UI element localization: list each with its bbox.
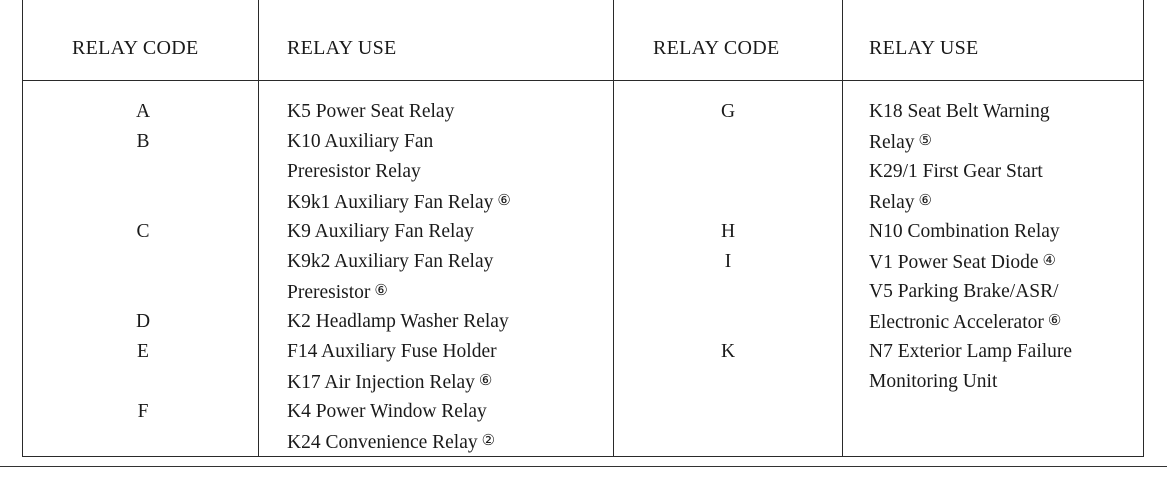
left-relay-use: Preresistor Relay	[287, 161, 421, 183]
relay-use-text: Electronic Accelerator	[869, 312, 1044, 333]
circled-number-note: ⑥	[374, 283, 388, 299]
relay-use-text: K10 Auxiliary Fan	[287, 131, 434, 152]
left-relay-code: F	[137, 401, 149, 422]
header-divider	[23, 80, 1143, 81]
column-divider	[842, 0, 843, 456]
left-relay-use: K4 Power Window Relay	[287, 401, 487, 423]
right-relay-use: K18 Seat Belt Warning	[869, 101, 1050, 123]
circled-number-note: ⑥	[478, 373, 493, 389]
right-relay-code: G	[720, 101, 736, 122]
left-relay-use: F14 Auxiliary Fuse Holder	[287, 341, 497, 363]
circled-number-note: ②	[481, 433, 496, 449]
right-relay-code: K	[720, 341, 736, 362]
relay-use-text: Relay	[869, 192, 915, 213]
relay-use-text: Monitoring Unit	[869, 371, 998, 392]
relay-use-text: K17 Air Injection Relay	[287, 372, 475, 393]
left-relay-use: K9k2 Auxiliary Fan Relay	[287, 251, 493, 273]
relay-use-text: K9k1 Auxiliary Fan Relay	[287, 192, 494, 213]
relay-use-text: Relay	[869, 132, 915, 153]
right-relay-use: N10 Combination Relay	[869, 221, 1060, 243]
left-relay-code: A	[135, 101, 151, 122]
left-relay-code: E	[137, 341, 149, 362]
relay-use-text: K5 Power Seat Relay	[287, 101, 455, 122]
right-relay-use: N7 Exterior Lamp Failure	[869, 341, 1072, 363]
circled-number-note: ⑥	[918, 193, 932, 209]
left-relay-use: K10 Auxiliary Fan	[287, 131, 433, 153]
left-relay-use: K5 Power Seat Relay	[287, 101, 454, 123]
left-relay-code: B	[136, 131, 150, 152]
relay-use-text: K18 Seat Belt Warning	[869, 101, 1050, 122]
circled-number-note: ⑤	[918, 133, 932, 149]
circled-number-note: ④	[1042, 253, 1056, 269]
left-relay-use: K9 Auxiliary Fan Relay	[287, 221, 474, 243]
column-divider	[258, 0, 259, 456]
header-relay-use-left: RELAY USE	[287, 37, 397, 59]
right-relay-use: V5 Parking Brake/ASR/	[869, 281, 1059, 303]
relay-use-text: V5 Parking Brake/ASR/	[869, 281, 1059, 302]
header-relay-code-left: RELAY CODE	[72, 37, 199, 59]
right-relay-use: K29/1 First Gear Start	[869, 161, 1043, 183]
relay-use-text: N7 Exterior Lamp Failure	[869, 341, 1073, 362]
circled-number-note: ⑥	[497, 193, 511, 209]
relay-use-text: K9 Auxiliary Fan Relay	[287, 221, 474, 242]
bottom-rule	[0, 466, 1167, 467]
relay-use-text: K2 Headlamp Washer Relay	[287, 311, 509, 332]
relay-use-text: Preresistor	[287, 282, 371, 303]
right-relay-code: I	[724, 251, 732, 272]
circled-number-note: ⑥	[1047, 313, 1062, 329]
relay-use-text: K29/1 First Gear Start	[869, 161, 1043, 182]
column-divider	[613, 0, 614, 456]
header-relay-use-right: RELAY USE	[869, 37, 979, 59]
relay-use-text: K4 Power Window Relay	[287, 401, 487, 422]
right-relay-code: H	[720, 221, 736, 242]
relay-use-text: Preresistor Relay	[287, 161, 421, 182]
relay-table: RELAY CODE RELAY USE RELAY CODE RELAY US…	[22, 0, 1144, 457]
relay-use-text: K24 Convenience Relay	[287, 432, 478, 453]
relay-use-text: K9k2 Auxiliary Fan Relay	[287, 251, 494, 272]
left-relay-code: D	[135, 311, 151, 332]
left-relay-code: C	[136, 221, 150, 242]
left-relay-use: K2 Headlamp Washer Relay	[287, 311, 509, 333]
relay-use-text: V1 Power Seat Diode	[869, 252, 1039, 273]
right-relay-use: Monitoring Unit	[869, 371, 997, 393]
relay-use-text: F14 Auxiliary Fuse Holder	[287, 341, 497, 362]
header-relay-code-right: RELAY CODE	[653, 37, 780, 59]
relay-use-text: N10 Combination Relay	[869, 221, 1060, 242]
